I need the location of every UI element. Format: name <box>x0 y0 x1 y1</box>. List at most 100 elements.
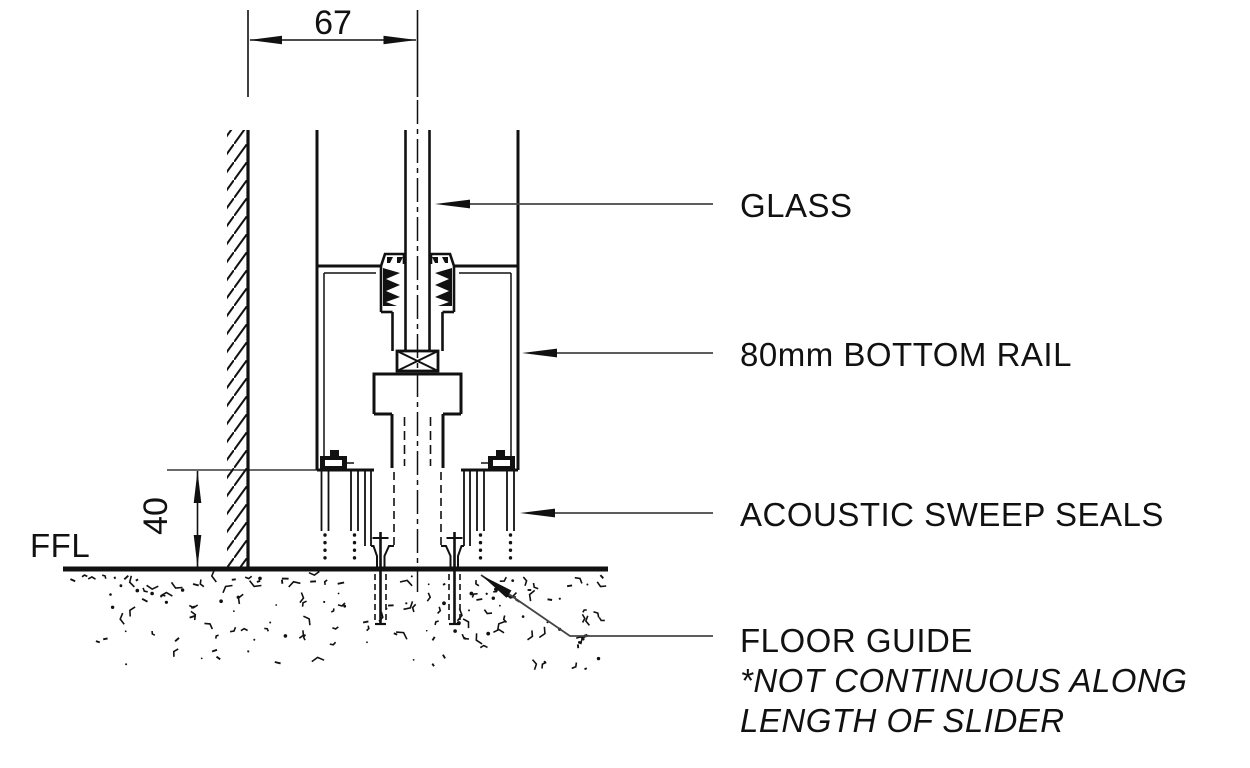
stipple-speck <box>109 593 112 596</box>
stipple-speck <box>264 627 270 632</box>
stipple-speck <box>87 575 96 580</box>
stipple-speck <box>302 634 307 641</box>
stipple-speck <box>141 597 148 603</box>
stipple-speck <box>426 592 432 602</box>
stipple-speck <box>531 659 538 670</box>
stipple-speck <box>231 578 236 581</box>
floor-guide-leader <box>480 574 713 637</box>
stipple-speck <box>204 622 214 630</box>
dimension-text-height: 40 <box>137 497 175 535</box>
stipple-speck <box>129 606 136 617</box>
stipple-speck <box>538 626 546 639</box>
stipple-speck <box>578 641 581 644</box>
stipple-speck <box>469 591 474 596</box>
carrier-block <box>372 372 463 468</box>
stipple-speck <box>486 631 491 636</box>
stipple-speck <box>511 579 515 582</box>
stipple-speck <box>337 581 345 585</box>
glazing-pocket <box>379 252 456 351</box>
stipple-speck <box>244 575 253 580</box>
stipple-speck <box>215 655 221 661</box>
stipple-speck <box>124 630 127 633</box>
stipple-speck <box>190 610 197 621</box>
stipple-speck <box>434 620 439 626</box>
sweep-seals-label: ACOUSTIC SWEEP SEALS <box>740 496 1164 533</box>
leader-arrowhead <box>481 575 512 598</box>
stipple-speck <box>125 663 128 666</box>
stipple-speck <box>215 634 219 639</box>
stipple-speck <box>471 592 478 598</box>
stipple-speck <box>521 615 525 618</box>
glass-pane-lines <box>404 130 431 352</box>
stipple-speck <box>103 637 108 641</box>
stipple-speck <box>385 607 388 610</box>
stipple-speck <box>160 591 173 597</box>
stipple-speck <box>442 654 446 659</box>
stipple-speck <box>123 574 129 581</box>
wall <box>227 130 250 569</box>
stipple-speck <box>188 604 199 609</box>
stipple-speck <box>237 593 244 605</box>
stipple-speck <box>586 583 589 586</box>
stipple-speck <box>110 605 115 609</box>
stipple-speck <box>598 617 605 622</box>
guide-channel-walls <box>364 470 471 546</box>
stipple-speck <box>475 633 483 645</box>
dimension-rail-width <box>247 10 419 97</box>
stipple-speck <box>174 637 180 643</box>
stipple-speck <box>301 600 307 607</box>
stipple-speck <box>95 640 101 644</box>
leader-arrowhead <box>520 508 555 518</box>
stipple-speck <box>461 633 470 640</box>
floor-guide-note-line1: *NOT CONTINUOUS ALONG <box>740 662 1187 699</box>
stipple-speck <box>170 581 183 589</box>
stipple-speck <box>479 644 488 649</box>
wall-hatch <box>227 130 248 569</box>
stipple-speck <box>412 659 415 661</box>
stipple-speck <box>584 667 588 671</box>
stipple-speck <box>211 648 218 653</box>
stipple-speck <box>151 630 156 636</box>
stipple-speck <box>210 568 217 583</box>
stipple-speck <box>396 631 408 640</box>
stipple-speck <box>532 582 539 590</box>
stipple-speck <box>485 592 489 596</box>
stipple-speck <box>233 610 235 612</box>
dimension-text-width: 67 <box>314 4 352 42</box>
stipple-speck <box>491 596 495 600</box>
guide-funnels <box>371 545 464 569</box>
stipple-speck <box>558 597 561 600</box>
stipple-speck <box>593 610 600 618</box>
stipple-speck <box>468 609 470 612</box>
stipple-speck <box>128 575 135 588</box>
stipple-speck <box>475 580 480 587</box>
stipple-speck <box>405 602 408 605</box>
stipple-speck <box>280 579 284 584</box>
stipple-speck <box>113 576 117 580</box>
ffl-label: FFL <box>30 527 90 564</box>
dim-arrowhead-left <box>249 35 282 45</box>
stipple-speck <box>222 584 233 594</box>
stipple-speck <box>425 629 428 632</box>
stipple-speck <box>248 580 262 588</box>
stipple-speck <box>332 626 339 630</box>
stipple-speck <box>456 608 463 622</box>
stipple-speck <box>337 592 340 595</box>
stipple-speck <box>200 657 203 660</box>
stipple-speck <box>308 570 320 577</box>
stipple-speck <box>571 662 578 670</box>
stipple-speck <box>337 602 346 607</box>
dim-arrowhead-right <box>383 35 417 45</box>
stipple-speck <box>150 591 154 596</box>
stipple-speck <box>522 576 528 586</box>
stipple-speck <box>172 648 179 657</box>
stipple-speck <box>462 618 470 629</box>
stipple-speck <box>476 598 483 601</box>
stipple-speck <box>329 641 337 646</box>
stipple-speck <box>366 641 368 644</box>
stipple-speck <box>493 628 505 634</box>
door-panel-lines <box>315 130 520 266</box>
stipple-speck <box>283 634 288 638</box>
stipple-speck <box>119 584 123 588</box>
stipple-speck <box>146 584 159 591</box>
